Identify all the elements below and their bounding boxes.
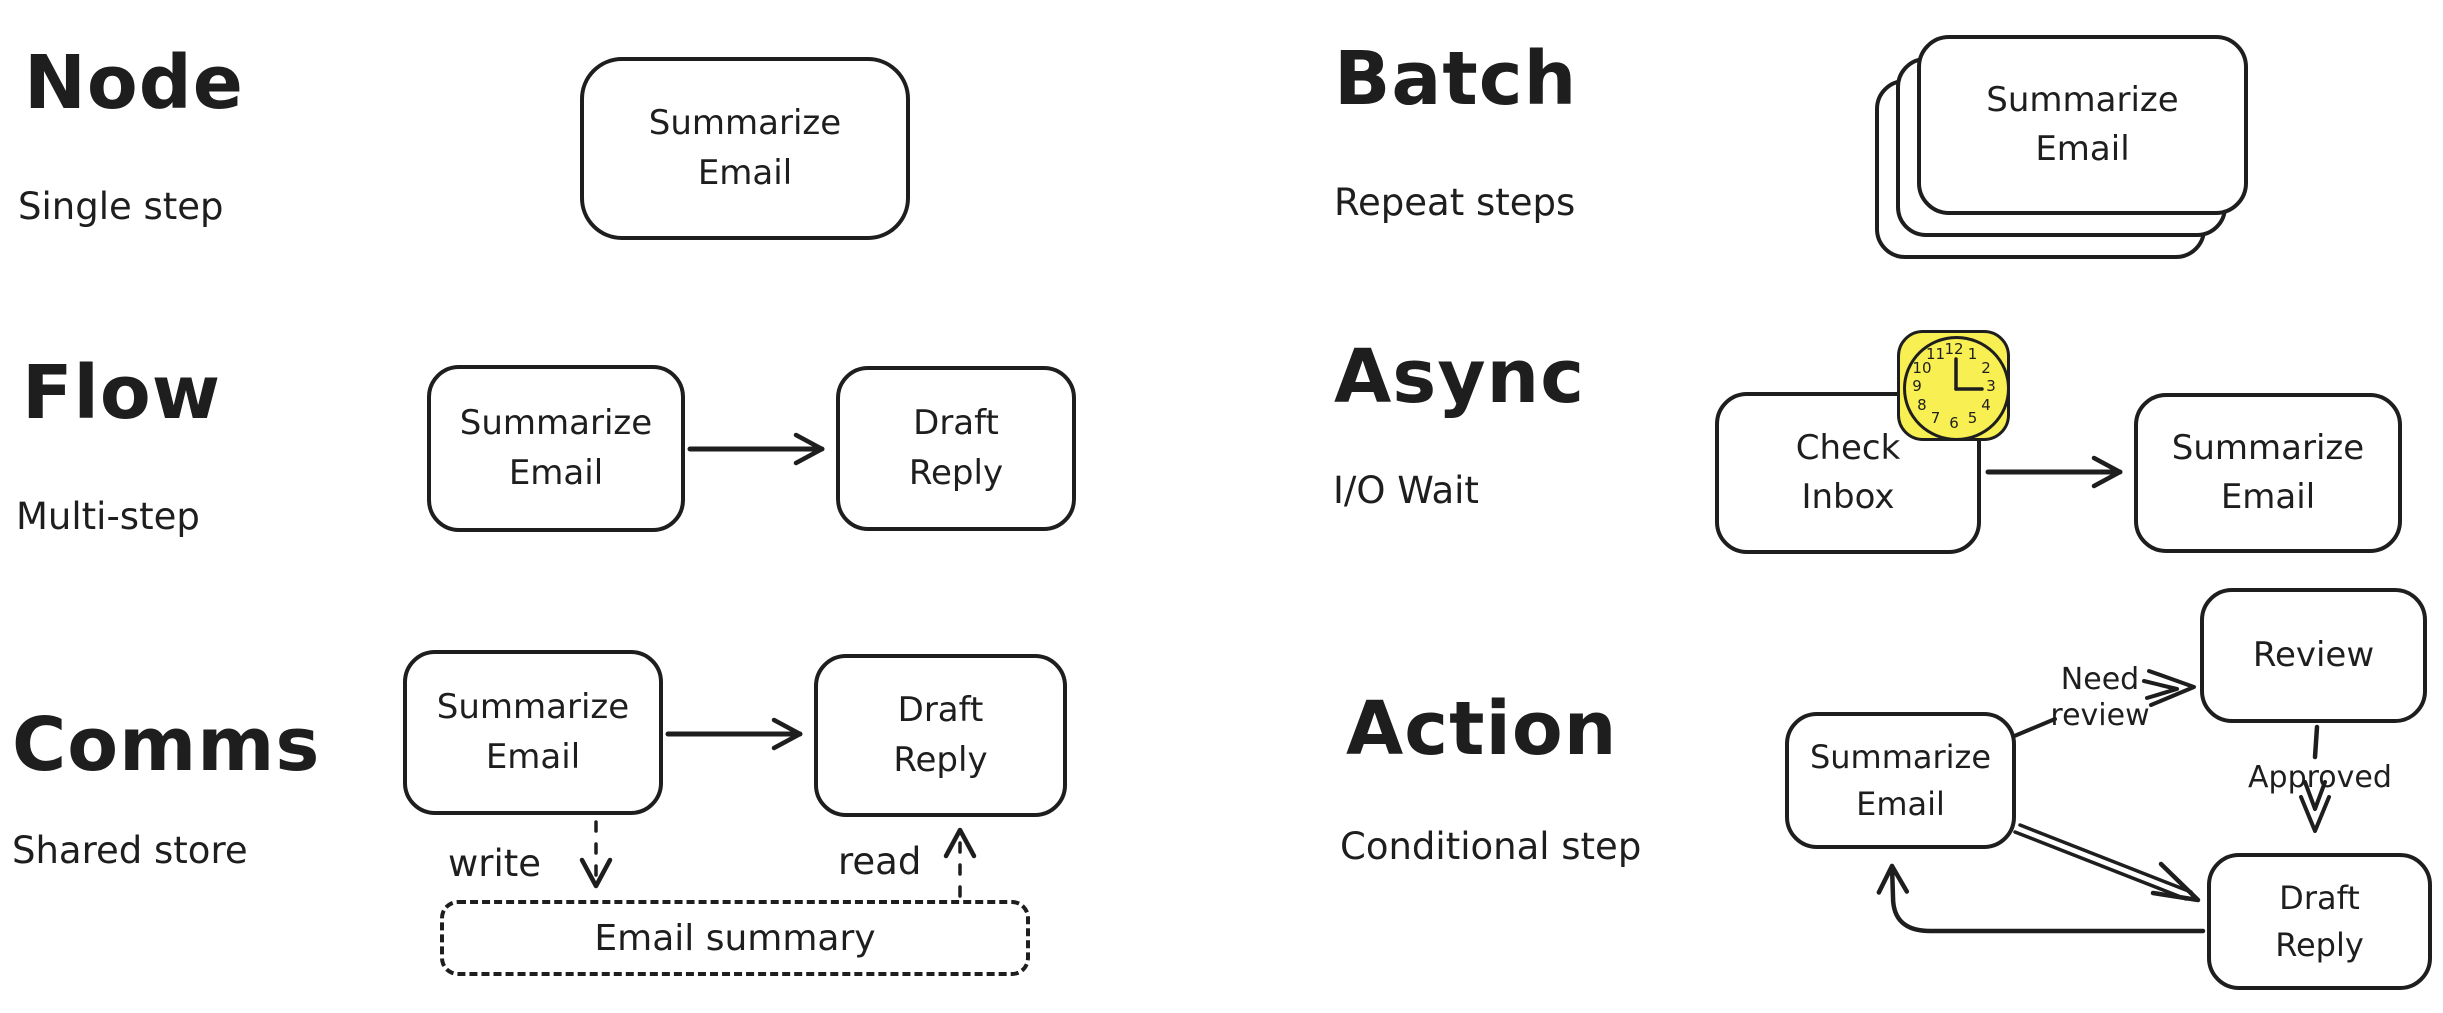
node-section-subtitle: Single step (18, 185, 224, 228)
flow-section-subtitle: Multi-step (16, 495, 200, 538)
async-section-subtitle: I/O Wait (1333, 469, 1479, 512)
action-need-review-line (2010, 717, 2057, 739)
flow-section-title: Flow (22, 350, 222, 436)
action-section-subtitle: Conditional step (1340, 825, 1642, 868)
action-return-arrow (1876, 863, 2206, 934)
clock-number: 9 (1912, 377, 1922, 395)
clock-number: 5 (1967, 409, 1978, 428)
action-box-summarize-email: Summarize Email (1785, 712, 2016, 849)
action-diagonal-arrow (2013, 823, 2193, 901)
batch-section-title: Batch (1334, 36, 1578, 122)
clock-number: 1 (1967, 344, 1978, 363)
batch-card-front-summarize-email: Summarize Email (1917, 35, 2248, 215)
flow-box-draft-reply: Draft Reply (836, 366, 1076, 531)
comms-box-summarize-email: Summarize Email (403, 650, 663, 815)
clock-number: 6 (1949, 414, 1959, 432)
node-box-summarize-email: Summarize Email (580, 57, 910, 240)
async-section-title: Async (1334, 334, 1586, 420)
clock-hands (1954, 357, 1984, 391)
clock-number: 7 (1930, 409, 1941, 428)
async-box-summarize-email: Summarize Email (2134, 393, 2402, 553)
clock-number: 2 (1981, 358, 1991, 377)
comms-section-subtitle: Shared store (12, 829, 248, 872)
action-box-draft-reply: Draft Reply (2207, 853, 2432, 990)
clock-number: 12 (1944, 340, 1964, 358)
action-approved-line (2312, 724, 2320, 760)
action-need-review-arrowhead (2142, 669, 2196, 707)
clock-number: 11 (1925, 344, 1946, 363)
action-approved-arrowhead (2299, 780, 2331, 833)
clock-number: 8 (1917, 395, 1927, 414)
clock-number: 3 (1986, 377, 1996, 395)
flow-box-summarize-email: Summarize Email (427, 365, 685, 532)
comms-section-title: Comms (12, 702, 321, 788)
need-review-label: Need review (2050, 662, 2150, 733)
batch-section-subtitle: Repeat steps (1334, 181, 1576, 224)
comms-box-draft-reply: Draft Reply (814, 654, 1067, 817)
approved-label: Approved (2248, 760, 2392, 795)
action-diagonal-arrowhead (2150, 861, 2201, 903)
clock-number: 10 (1912, 358, 1932, 377)
write-label: write (448, 842, 542, 885)
action-box-review: Review (2200, 588, 2427, 723)
action-section-title: Action (1346, 686, 1618, 772)
comms-shared-store-box: Email summary (440, 900, 1030, 976)
read-label: read (838, 840, 922, 883)
clock-number: 4 (1981, 395, 1991, 414)
node-section-title: Node (24, 40, 244, 126)
